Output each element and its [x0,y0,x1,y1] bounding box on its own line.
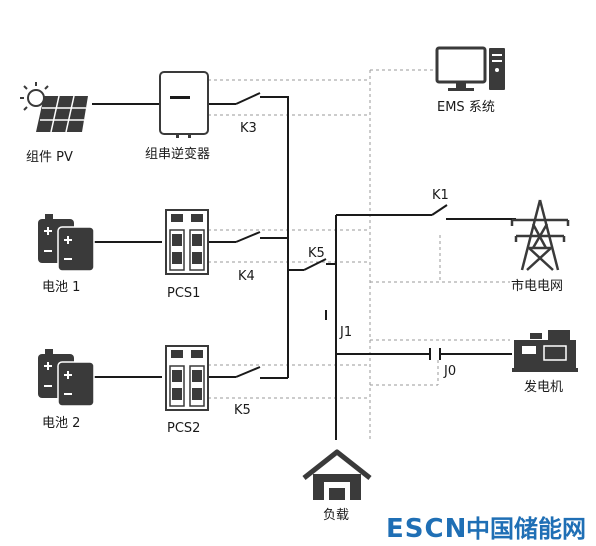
solar-panel-icon [20,82,88,133]
pv-label: 组件 PV [26,150,73,165]
load-label: 负载 [323,508,349,523]
battery2-label: 电池 2 [42,416,80,431]
switch-j0-label: J0 [443,364,456,379]
communication-lines [208,69,510,440]
battery1-label: 电池 1 [42,280,80,295]
power-lines [92,92,516,440]
switch-k3-label: K3 [240,121,257,136]
grid-label: 市电电网 [511,278,563,294]
pcs2-icon [165,345,209,411]
power-tower-icon [510,199,570,271]
switch-j1-label: J1 [339,325,352,340]
generator-label: 发电机 [524,379,563,395]
generator-icon [512,330,578,372]
string-inverter-icon [159,71,209,138]
switch-k4-label: K4 [238,269,255,284]
switch-k5-upper-label: K5 [308,246,325,261]
watermark-site: 中国储能网 [466,515,586,543]
pcs2-label: PCS2 [167,421,200,436]
switch-k5-lower-label: K5 [234,403,251,418]
pcs1-label: PCS1 [167,286,200,301]
switch-k1-label: K1 [432,188,449,203]
string-inverter-label: 组串逆变器 [145,146,210,162]
pcs1-icon [165,209,209,275]
house-icon [302,449,372,500]
ems-label: EMS 系统 [437,100,495,115]
battery1-icon [38,214,95,272]
battery2-icon [38,349,95,407]
ems-computer-icon [435,46,505,91]
watermark-brand: ESCN [386,514,467,544]
watermark: ESCN 中国储能网 [386,514,586,544]
